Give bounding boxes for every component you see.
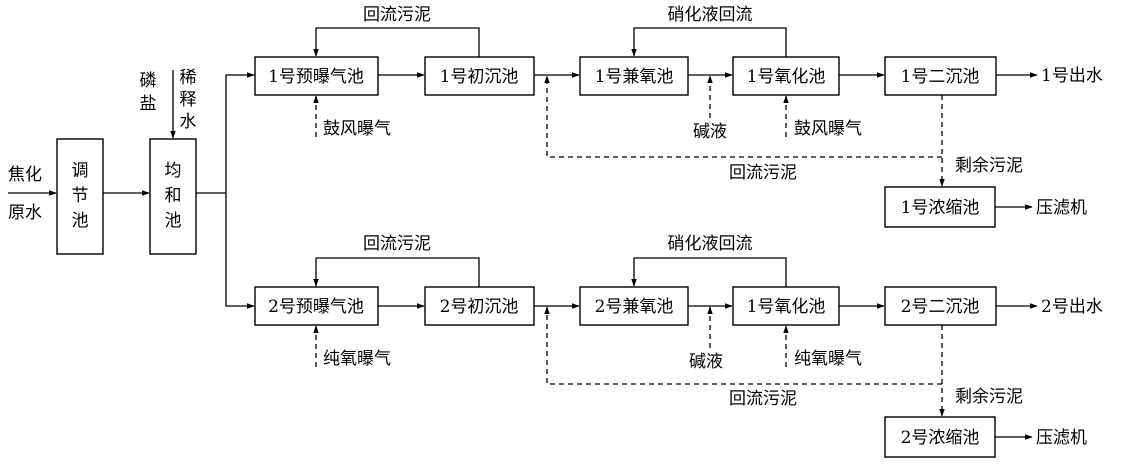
train1-aeration-oxic-label: 鼓风曝气 — [794, 119, 862, 139]
train2-aeration-pre-label: 纯氧曝气 — [323, 349, 391, 369]
train2-pre-aeration-box — [254, 286, 379, 326]
train2-sludge-return-top-line — [313, 257, 480, 287]
train2-sludge-return-bottom-label: 回流污泥 — [729, 389, 797, 409]
train2-anoxic-box — [579, 286, 689, 326]
train2-thickener-label: 2号浓缩池 — [901, 428, 980, 448]
feed-label-line2: 原水 — [8, 203, 42, 223]
train2-sludge-return-top-label: 回流污泥 — [363, 234, 431, 254]
train2-nitrate-return-label: 硝化液回流 — [668, 234, 753, 254]
train1-sludge-return-bottom-label: 回流污泥 — [729, 163, 797, 183]
train2-filter-press-label: 压滤机 — [1036, 428, 1087, 448]
phosphate-label-char-2: 盐 — [140, 94, 157, 114]
train1-effluent-label: 1号出水 — [1041, 66, 1103, 86]
train1-excess-sludge-label: 剩余污泥 — [955, 156, 1023, 176]
train1-alkali-label: 碱液 — [693, 122, 727, 142]
train2-effluent-label: 2号出水 — [1041, 297, 1103, 317]
train2-alkali-label: 碱液 — [689, 352, 723, 372]
train1-pre-aeration-label: 1号预曝气池 — [268, 67, 364, 87]
equalization-tank-char-1: 均 — [165, 161, 182, 181]
train1-sludge-return-top-line — [313, 27, 480, 57]
regulating-tank-char-3: 池 — [72, 211, 89, 231]
train1-filter-press-label: 压滤机 — [1036, 198, 1087, 218]
train2-secondary-clarifier-label: 2号二沉池 — [901, 297, 980, 317]
train1-primary-clarifier-label: 1号初沉池 — [440, 67, 519, 87]
train2-primary-clarifier-label: 2号初沉池 — [440, 297, 519, 317]
train1-primary-clarifier-box — [424, 56, 535, 96]
train2-pre-aeration-label: 2号预曝气池 — [268, 297, 364, 317]
train2-secondary-clarifier-box — [884, 286, 997, 326]
train1-oxic-box — [732, 56, 840, 96]
feed-label-line1: 焦化 — [8, 165, 42, 185]
phosphate-label-char-1: 磷 — [140, 71, 157, 91]
regulating-tank-box — [56, 138, 104, 255]
split-to-train2-arrow — [225, 193, 255, 309]
dilution-water-char-2: 释 — [180, 90, 197, 110]
feed-section: 焦化 原水 调 节 池 均 和 池 磷 盐 稀 释 水 — [8, 68, 255, 309]
train2-thickener-box — [884, 416, 996, 458]
train1-secondary-clarifier-label: 1号二沉池 — [901, 67, 980, 87]
train1-thickener-label: 1号浓缩池 — [901, 198, 980, 218]
train1-nitrate-return-label: 硝化液回流 — [668, 5, 753, 25]
train1-oxic-label: 1号氧化池 — [747, 67, 826, 87]
train1-aeration-pre-label: 鼓风曝气 — [323, 119, 391, 139]
regulating-tank-char-1: 调 — [72, 161, 89, 181]
train1-anoxic-label: 1号兼氧池 — [595, 67, 674, 87]
train-2: 2号预曝气池 2号初沉池 2号兼氧池 1号氧化池 2号二沉池 2号出水 回流污泥… — [254, 234, 1103, 458]
train1-anoxic-box — [579, 56, 689, 96]
train1-nitrate-return-line — [631, 27, 787, 57]
equalization-tank-char-2: 和 — [165, 186, 182, 206]
regulating-tank-char-2: 节 — [72, 186, 89, 206]
train1-thickener-box — [884, 186, 996, 228]
split-to-train1-arrow — [225, 72, 255, 193]
train1-sludge-return-top-label: 回流污泥 — [363, 5, 431, 25]
train2-primary-clarifier-box — [424, 286, 535, 326]
train1-pre-aeration-box — [254, 56, 379, 96]
train2-oxic-label: 1号氧化池 — [747, 297, 826, 317]
train1-secondary-clarifier-box — [884, 56, 997, 96]
train2-excess-sludge-label: 剩余污泥 — [955, 387, 1023, 407]
train2-nitrate-return-line — [631, 257, 787, 287]
dilution-water-char-1: 稀 — [180, 68, 197, 88]
train2-aeration-oxic-label: 纯氧曝气 — [794, 349, 862, 369]
dilution-water-char-3: 水 — [180, 112, 197, 132]
train2-anoxic-label: 2号兼氧池 — [595, 297, 674, 317]
equalization-tank-char-3: 池 — [165, 211, 182, 231]
equalization-tank-box — [149, 138, 197, 255]
train-1: 1号预曝气池 1号初沉池 1号兼氧池 1号氧化池 1号二沉池 1号出水 回流污泥… — [254, 5, 1103, 228]
